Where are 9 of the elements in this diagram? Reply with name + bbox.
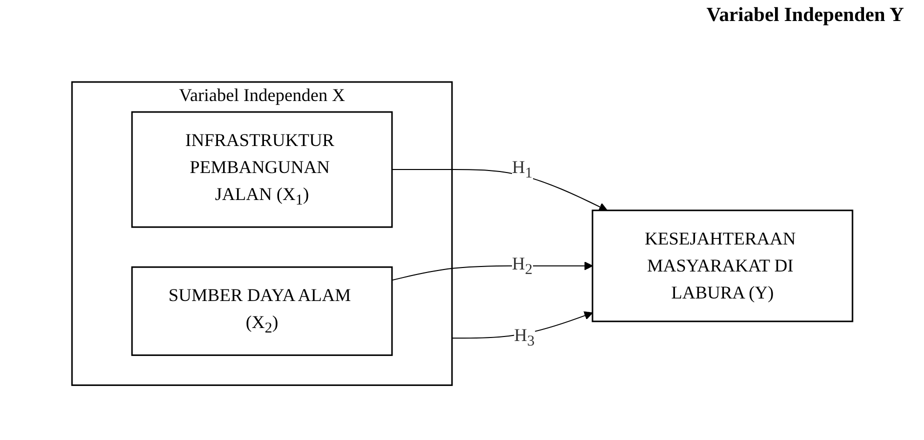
edge-label: H$_{1}$	[512, 157, 532, 182]
edge-label: H$_{3}$	[514, 325, 534, 350]
column-heading: Variabel Independen Y	[706, 4, 904, 27]
edge-label: H$_{2}$	[512, 254, 532, 278]
node-box: SUMBER DAYA ALAM (X$_{2}$)	[131, 266, 392, 356]
arrow	[391, 262, 593, 282]
node-box: KESEJAHTERAAN MASYARAKAT DI LABURA (Y)	[592, 210, 853, 323]
arrow	[391, 169, 608, 212]
node-box: INFRASTRUKTUR PEMBANGUNAN JALAN (X$_{1}$)	[131, 112, 392, 228]
